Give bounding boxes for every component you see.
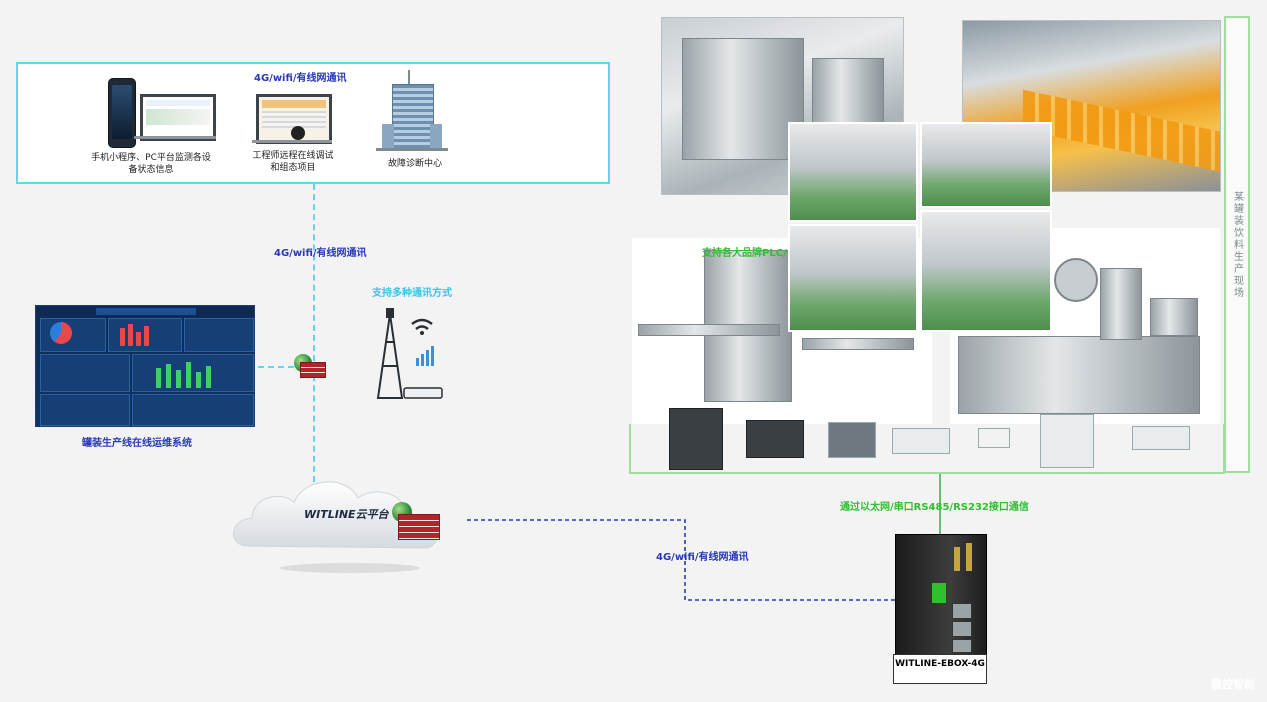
building-left-wing [382,124,394,148]
laptop-base [134,136,216,139]
dashboard-connector-line [258,366,314,368]
firewall-icon [300,362,326,378]
laptop-icon [140,94,216,141]
smartphone-icon [108,78,136,148]
energy-meter-device [1040,414,1094,468]
cloud-firewall-icon [398,514,440,540]
ebox-name-label: WITLINE-EBOX-4G [893,654,987,684]
cloud-label: WITLINE云平台 [304,508,389,521]
camera-device [978,428,1010,448]
multi-comm-label: 支持多种通讯方式 [372,288,452,299]
servo-device [1132,426,1190,450]
cell-tower-icon [376,308,443,399]
plc-support-label: 支持各大品牌PLC/仪表 [702,248,807,259]
capping-machine-photo [950,228,1220,424]
site-label: 某罐装饮料生产现场 [1224,16,1250,473]
plc-device-1 [669,408,723,470]
collage-photo-3 [788,224,918,332]
watermark: 稳控智能 [1211,678,1255,691]
building-right-wing [430,124,442,148]
building-ground [376,148,448,151]
witline-ebox-device [895,534,987,656]
box-comm-label: 通过以太网/串口RS485/RS232接口通信 [840,502,1029,513]
collage-photo-2 [920,122,1052,208]
cloud-to-box-label: 4G/wifi/有线网通讯 [656,552,749,563]
dashboard-caption: 罐装生产线在线运维系统 [82,438,192,449]
top-network-label: 4G/wifi/有线网通讯 [254,73,347,84]
top-to-cloud-line [313,184,315,482]
mid-network-label: 4G/wifi/有线网通讯 [274,248,367,259]
collage-photo-1 [788,122,918,222]
plc-device-3 [828,422,876,458]
collage-photo-4 [920,210,1052,332]
cloud-to-ebox-line [467,519,895,601]
building-icon [392,84,434,150]
building-antenna [408,70,410,86]
item2-caption: 工程师远程在线调试和组态项目 [252,151,334,173]
engineer-laptop-base [252,140,332,143]
meter-device [892,428,950,454]
item3-caption: 故障诊断中心 [387,159,442,169]
cloud-icon [233,481,438,573]
dashboard-screenshot [35,305,255,427]
engineer-avatar-icon [291,126,305,140]
plc-device-2 [746,420,804,458]
item1-caption: 手机小程序、PC平台监测各设备状态信息 [91,153,211,175]
